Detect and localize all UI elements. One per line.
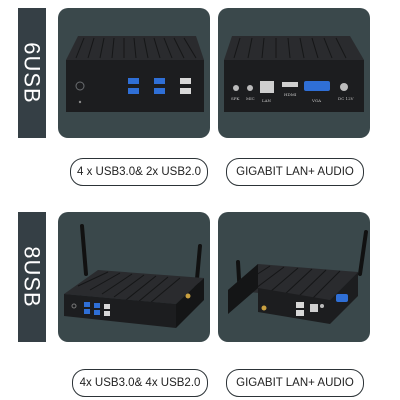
side-label-8usb: 8USB [20, 246, 46, 308]
lan-port-icon [260, 81, 274, 93]
side-label-6usb: 6USB [20, 42, 46, 104]
usb-ports-8usb [84, 302, 110, 316]
port-label-hdmi: HDMI [284, 92, 297, 97]
power-button-icon [75, 81, 85, 91]
mic-jack-icon [247, 85, 253, 91]
antenna-icon [358, 230, 368, 276]
image-6usb-rear: SPK MIC LAN HDMI VGA DC 12V [218, 8, 370, 138]
speaker-jack-icon [233, 85, 239, 91]
caption-8usb-lan: GIGABIT LAN+ AUDIO [226, 369, 364, 397]
caption-6usb-lan: GIGABIT LAN+ AUDIO [226, 158, 364, 186]
caption-6usb-usb: 4 x USB3.0& 2x USB2.0 [70, 158, 208, 186]
usb2-ports [180, 78, 191, 94]
mini-pc-8usb-rear-illustration [228, 230, 368, 324]
image-6usb-front [58, 8, 210, 138]
mini-pc-8usb-front-illustration [64, 224, 204, 328]
vga-port-icon [336, 294, 348, 302]
caption-8usb-usb: 4x USB3.0& 4x USB2.0 [72, 369, 208, 397]
vga-port-icon [304, 81, 330, 91]
side-tab-6usb [18, 8, 46, 138]
side-tab-8usb [18, 212, 46, 342]
port-label-vga: VGA [311, 98, 321, 103]
antenna-icon [80, 224, 88, 276]
usb3-ports [128, 78, 165, 94]
mini-pc-rear-illustration: SPK MIC LAN HDMI VGA DC 12V [224, 36, 364, 112]
port-label-mic: MIC [246, 96, 255, 101]
hdmi-port-icon [282, 82, 298, 87]
image-8usb-front [58, 212, 210, 342]
dc-jack-icon [340, 83, 348, 91]
image-8usb-rear [218, 212, 370, 342]
port-label-lan: LAN [262, 98, 272, 103]
port-label-spk: SPK [231, 96, 240, 101]
mini-pc-front-illustration [66, 36, 204, 112]
port-label-dc: DC 12V [338, 96, 354, 101]
